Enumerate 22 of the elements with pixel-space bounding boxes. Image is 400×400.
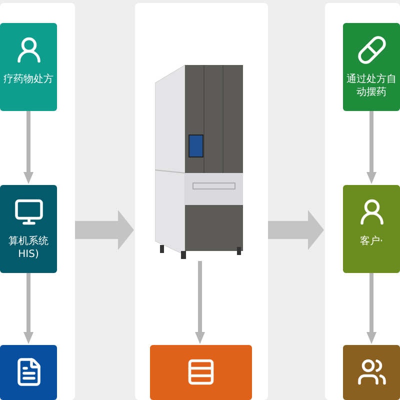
block-arrow [75,210,134,250]
down-arrow [195,261,205,344]
step-label: 疗药物处方 [2,73,54,86]
step-card [0,345,57,400]
dispensing-machine-drawing [155,65,245,261]
panel-background [325,3,400,400]
down-arrow [24,111,34,184]
step-label: 算机系统 HIS) [8,235,50,261]
panel-background [135,3,268,400]
step-card [0,23,57,111]
step-label: 通过处方自动摆药 [346,73,398,99]
down-arrow [366,273,376,344]
block-arrow [268,210,324,250]
down-arrow [24,273,34,344]
step-card [0,185,57,273]
step-card [343,185,400,273]
panel-background [0,3,75,400]
down-arrow [366,111,376,184]
step-card [343,345,400,400]
step-card [343,23,400,111]
step-label: 客户· [358,235,384,248]
step-card [150,345,252,400]
